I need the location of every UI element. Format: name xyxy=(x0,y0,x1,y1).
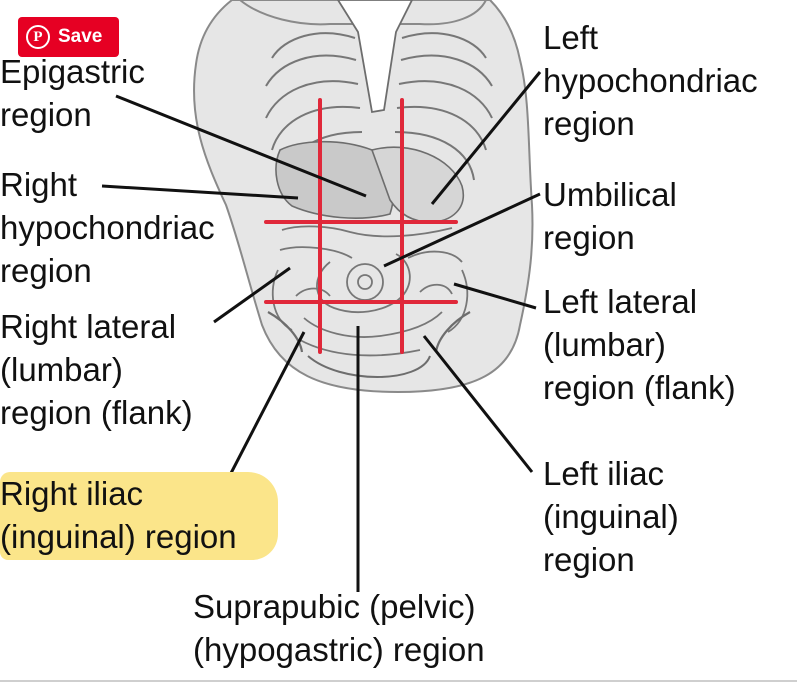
label-right-iliac: Right iliac (inguinal) region xyxy=(0,475,237,555)
label-right-hypochondriac: Right hypochondriac region xyxy=(0,166,215,289)
leader-lines xyxy=(101,71,542,592)
label-left-hypochondriac: Left hypochondriac region xyxy=(543,19,758,142)
leader-right-hypochondriac xyxy=(101,184,299,200)
save-button-label: Save xyxy=(58,26,103,47)
label-right-lateral: Right lateral (lumbar) region (flank) xyxy=(0,308,193,431)
sternum xyxy=(336,0,414,114)
highlight-right-iliac xyxy=(0,472,278,560)
leader-right-lateral xyxy=(213,266,291,324)
region-grid xyxy=(264,98,458,354)
leader-left-iliac xyxy=(422,335,534,473)
label-left-iliac: Left iliac (inguinal) region xyxy=(543,455,679,578)
leader-umbilical xyxy=(383,192,541,268)
liver xyxy=(275,140,395,219)
neck-outline xyxy=(239,0,487,26)
label-suprapubic: Suprapubic (pelvic) (hypogastric) region xyxy=(193,588,485,668)
leader-epigastric xyxy=(115,94,367,198)
bottom-divider xyxy=(0,680,797,682)
label-left-lateral: Left lateral (lumbar) region (flank) xyxy=(543,283,736,406)
pinterest-icon: P xyxy=(26,25,50,49)
leader-left-lateral xyxy=(453,282,537,310)
pelvic-floor xyxy=(307,355,431,378)
leader-left-hypochondriac xyxy=(430,71,542,205)
label-epigastric: Epigastric region xyxy=(0,53,145,133)
pinterest-save-button[interactable]: P Save xyxy=(18,17,119,57)
pelvis xyxy=(267,311,471,353)
label-umbilical: Umbilical region xyxy=(543,176,677,256)
stomach xyxy=(370,146,465,223)
